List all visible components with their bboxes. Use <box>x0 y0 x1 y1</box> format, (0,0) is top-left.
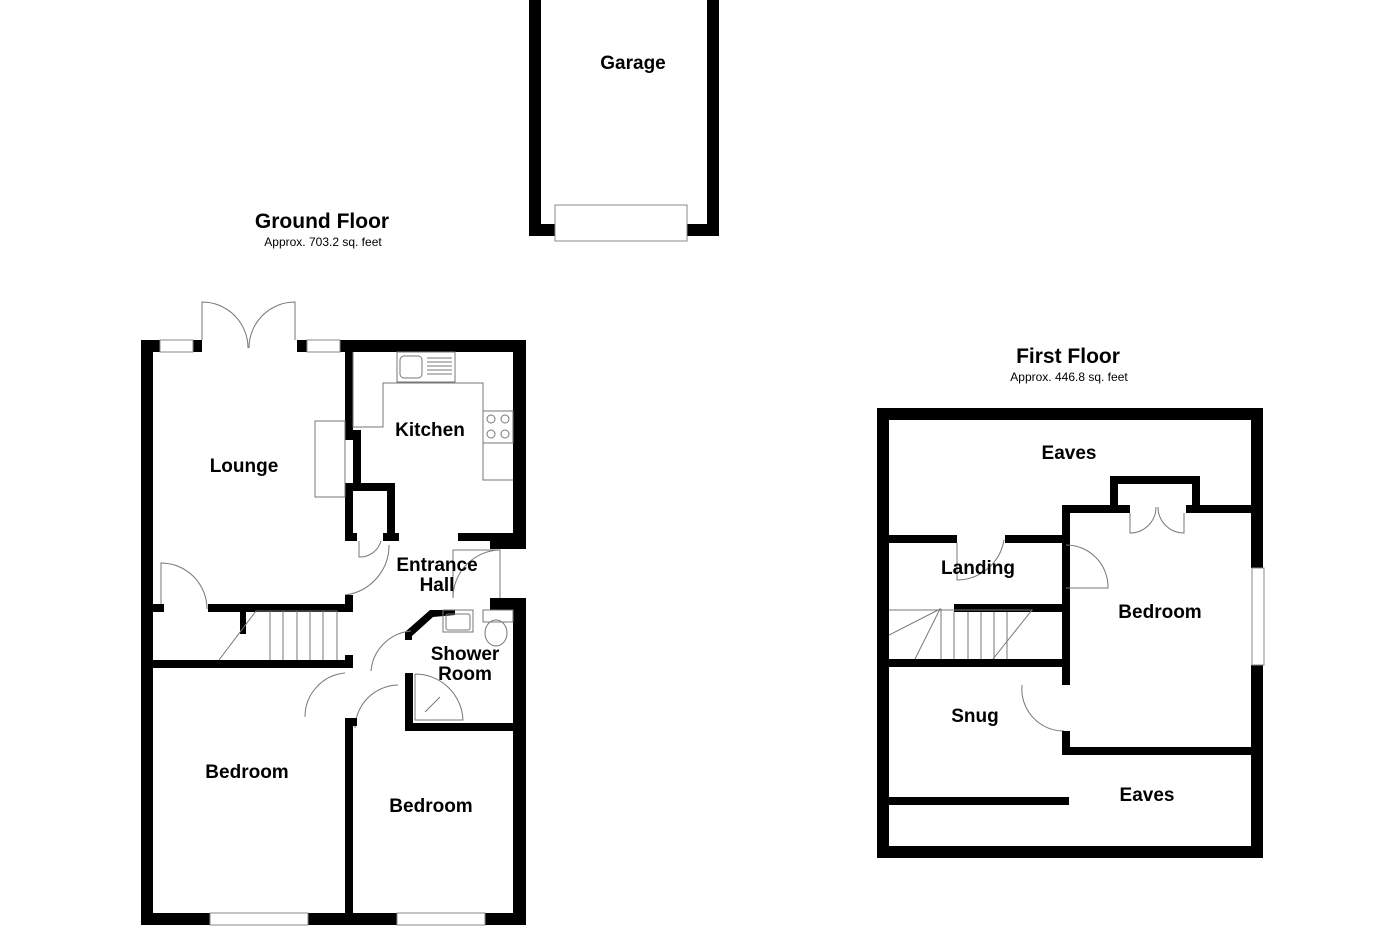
room-label-snug: Snug <box>951 706 999 727</box>
room-label-bedroom-right: Bedroom <box>389 796 473 817</box>
room-label-bedroom-left: Bedroom <box>205 762 289 783</box>
room-label-kitchen: Kitchen <box>395 420 465 441</box>
room-label-eaves-bottom: Eaves <box>1119 785 1175 806</box>
ground-floor-area: Approx. 703.2 sq. feet <box>264 235 382 249</box>
room-label-landing: Landing <box>941 558 1015 579</box>
room-label-entrance-line2: Hall <box>419 575 455 596</box>
room-label-eaves-top: Eaves <box>1041 443 1097 464</box>
room-label-entrance-hall: Entrance Hall <box>396 556 477 596</box>
first-floor-area: Approx. 446.8 sq. feet <box>1010 370 1128 384</box>
room-label-shower-room: Shower Room <box>431 645 500 685</box>
room-label-shower-line1: Shower <box>430 644 500 665</box>
room-label-lounge: Lounge <box>209 456 279 477</box>
room-label-entrance-line1: Entrance <box>396 555 478 576</box>
first-floor-title: First Floor <box>1016 345 1120 368</box>
room-label-shower-line2: Room <box>438 664 492 685</box>
room-label-garage: Garage <box>600 53 666 74</box>
ground-floor-plan <box>141 301 526 926</box>
room-label-bedroom-first: Bedroom <box>1118 602 1202 623</box>
garage-door <box>554 204 688 242</box>
ground-floor-title: Ground Floor <box>254 210 390 233</box>
first-floor-plan <box>877 408 1265 858</box>
garage-plan <box>529 0 719 242</box>
